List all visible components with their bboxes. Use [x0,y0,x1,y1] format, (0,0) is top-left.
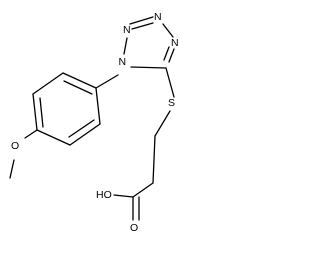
atom-o-methoxy: O [11,140,19,152]
chemical-structure: N N N N S O HO O [9,11,179,234]
bond-c5-n1 [130,66,167,69]
atom-labels: N N N N S O HO O [11,11,179,234]
bond-ph-d [36,129,71,146]
bond-ph-b [32,72,64,95]
bond-ch2-cooh [132,182,154,198]
atom-oh: HO [96,189,112,201]
bond-n2-n3-double [131,22,154,30]
bond-n2-n3 [129,16,154,25]
bond-ph-o [24,129,38,139]
atom-n2: N [123,24,131,36]
atom-o-carbonyl: O [130,222,138,234]
bonds [9,16,175,221]
bond-ch2-ch2 [152,135,156,184]
bond-n3-n4 [162,23,174,38]
bond-ph-a-inner [63,80,93,95]
bond-ph-a [62,72,97,89]
bond-n4-c5-double [163,46,170,61]
bond-n1-n2 [123,37,128,55]
atom-s: S [168,97,175,109]
bond-ph-e-inner [68,119,95,138]
atom-n3: N [154,11,162,23]
bond-ph-e [69,123,101,146]
bond-n4-c5 [168,48,175,63]
atom-n1: N [119,56,127,68]
bond-ph-f [95,87,101,125]
bond-ph-c [32,93,38,131]
bond-ph-c-inner [39,97,44,128]
bond-n1-phenyl [95,74,119,89]
atom-n4: N [171,37,179,49]
bond-c-oh [113,194,134,198]
bond-o-ch3 [9,159,15,179]
bond-s-ch2 [154,110,171,137]
bond-c5-s [165,67,175,98]
